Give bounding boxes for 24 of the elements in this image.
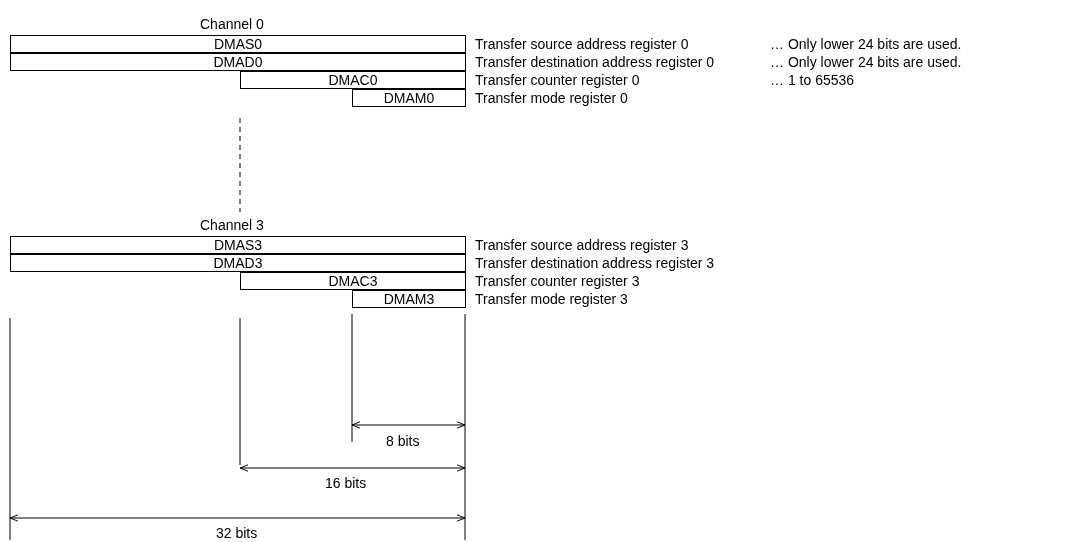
register-box: DMAC3 — [240, 272, 466, 290]
channel-heading: Channel 3 — [200, 216, 264, 234]
dimension-label: 32 bits — [216, 524, 258, 542]
register-box: DMAS3 — [10, 236, 466, 254]
register-description: Transfer source address register 3 — [475, 236, 689, 254]
register-box: DMAS0 — [10, 35, 466, 53]
register-description: Transfer counter register 3 — [475, 272, 640, 290]
register-description: Transfer source address register 0 — [475, 35, 689, 53]
dimension-label: 8 bits — [386, 432, 420, 450]
register-box: DMAM0 — [352, 89, 466, 107]
register-note: … 1 to 65536 — [770, 71, 855, 89]
register-box: DMAD3 — [10, 254, 466, 272]
register-description: Transfer mode register 3 — [475, 290, 628, 308]
register-note: … Only lower 24 bits are used. — [770, 35, 962, 53]
register-box: DMAC0 — [240, 71, 466, 89]
register-description: Transfer counter register 0 — [475, 71, 640, 89]
register-note: … Only lower 24 bits are used. — [770, 53, 962, 71]
register-box: DMAD0 — [10, 53, 466, 71]
dimension-label: 16 bits — [325, 474, 367, 492]
register-box: DMAM3 — [352, 290, 466, 308]
register-description: Transfer mode register 0 — [475, 89, 628, 107]
register-description: Transfer destination address register 0 — [475, 53, 715, 71]
channel-heading: Channel 0 — [200, 15, 264, 33]
register-description: Transfer destination address register 3 — [475, 254, 715, 272]
